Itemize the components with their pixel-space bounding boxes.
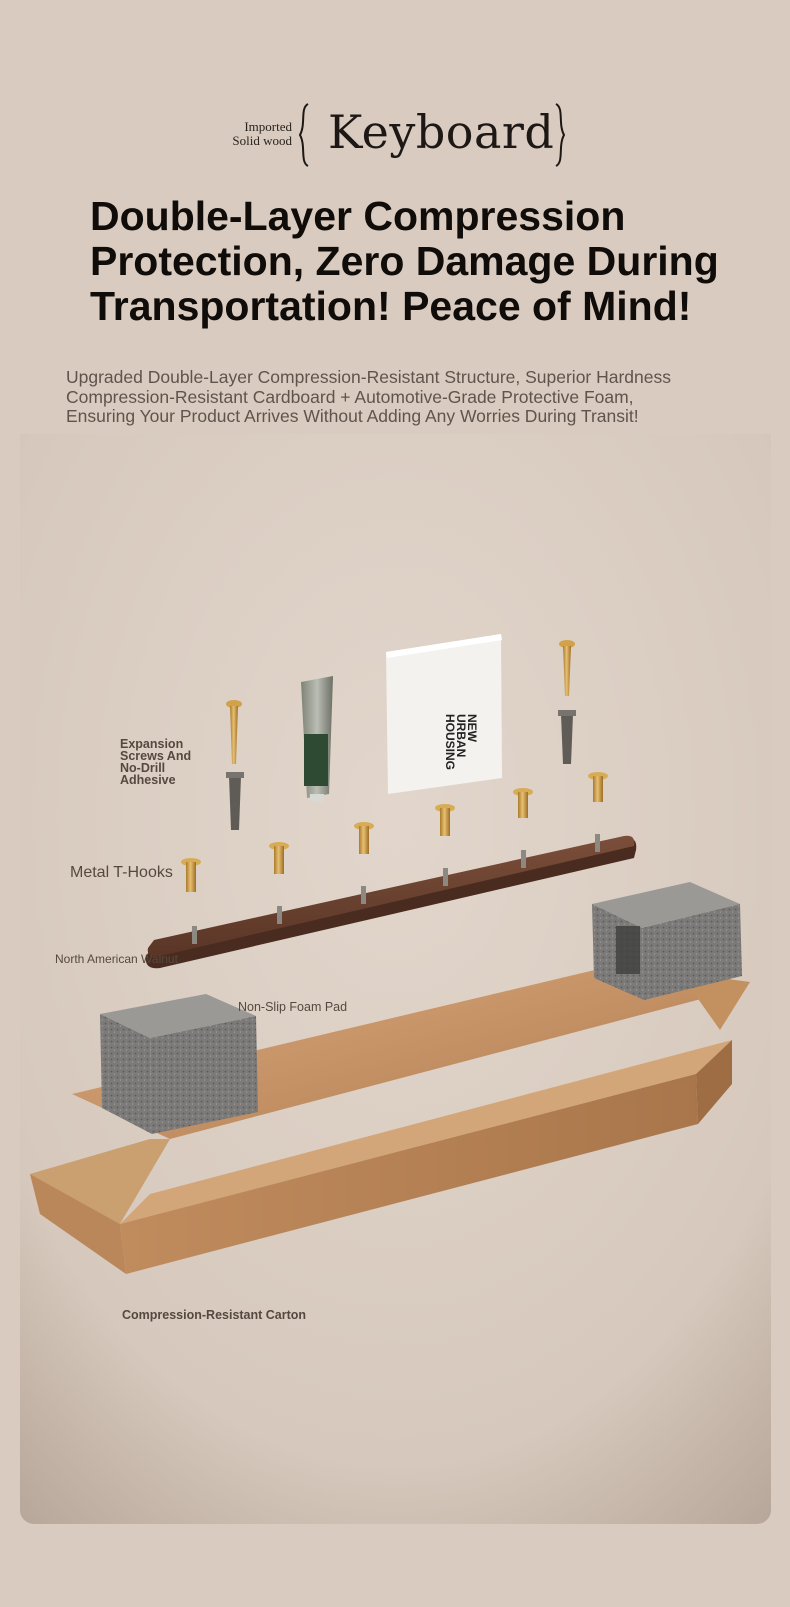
- product-exploded-view: NEW URBAN HOUSING: [20, 434, 771, 1524]
- screws-label-line: Expansion: [120, 737, 184, 751]
- brand-name: Keyboard: [328, 105, 555, 159]
- headline-line: Protection, Zero Damage During: [90, 238, 719, 284]
- instruction-booklet: NEW URBAN HOUSING: [386, 634, 502, 794]
- headline-line: Double-Layer Compression: [90, 193, 626, 239]
- brand-subtitle: Imported Solid wood: [200, 120, 292, 148]
- metal-t-hooks: [181, 772, 608, 892]
- right-anchor: [558, 710, 576, 764]
- screws-label-line: Screws And: [120, 749, 192, 763]
- booklet-title-line: NEW: [465, 714, 479, 743]
- description-line: Upgraded Double-Layer Compression-Resist…: [66, 367, 672, 387]
- hooks-label: Metal T-Hooks: [70, 864, 173, 881]
- right-brace-icon: [555, 103, 566, 167]
- product-scene-illustration: NEW URBAN HOUSING: [20, 434, 771, 1524]
- description: Upgraded Double-Layer Compression-Resist…: [66, 367, 766, 427]
- left-brace-icon: [298, 103, 309, 167]
- right-screw: [559, 640, 575, 696]
- description-line: Ensuring Your Product Arrives Without Ad…: [66, 406, 639, 426]
- foam-block-right: [592, 882, 742, 1000]
- brand-subtitle-line: Imported: [244, 119, 292, 134]
- screws-label-line: No-Drill: [120, 761, 166, 775]
- walnut-label: North American Walnut: [55, 952, 178, 966]
- carton-label: Compression-Resistant Carton: [122, 1308, 307, 1322]
- headline-line: Transportation! Peace of Mind!: [90, 283, 692, 329]
- left-anchor: [226, 772, 244, 830]
- foam-block-left: [100, 994, 258, 1134]
- booklet-title-line: HOUSING: [443, 714, 457, 770]
- walnut-board: [145, 834, 637, 969]
- page-headline: Double-Layer Compression Protection, Zer…: [90, 194, 750, 329]
- foam-label: Non-Slip Foam Pad: [238, 1000, 348, 1014]
- adhesive-tube: [301, 676, 333, 802]
- screws-label-line: Adhesive: [120, 773, 176, 787]
- screws-label: Expansion Screws And No-Drill Adhesive: [120, 737, 192, 787]
- brand-subtitle-line: Solid wood: [232, 133, 292, 148]
- brand-header: Imported Solid wood Keyboard: [0, 100, 790, 170]
- left-screw: [226, 700, 242, 764]
- description-line: Compression-Resistant Cardboard + Automo…: [66, 386, 634, 407]
- booklet-title-line: URBAN: [454, 714, 468, 757]
